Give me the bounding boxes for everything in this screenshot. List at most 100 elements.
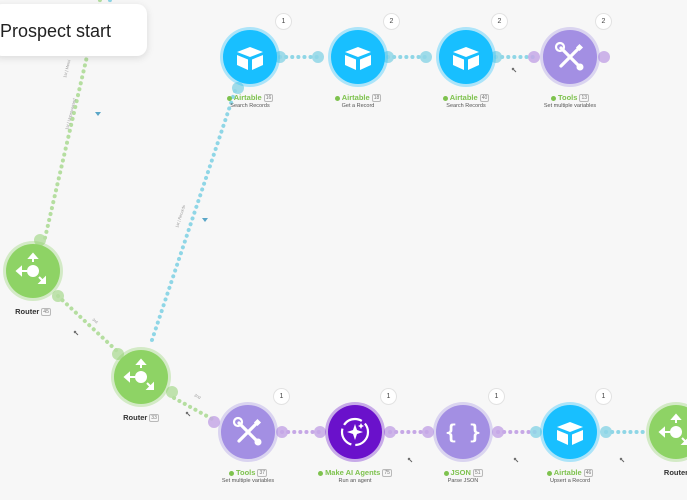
operation-count-badge[interactable]: 1: [274, 389, 289, 404]
connector-handle[interactable]: [232, 82, 244, 94]
status-dot: [318, 470, 324, 476]
wrench-icon[interactable]: [513, 457, 519, 463]
operation-count-badge[interactable]: 2: [384, 14, 399, 29]
operation-count-badge[interactable]: 1: [596, 389, 611, 404]
module-name-text: JSON: [450, 468, 471, 477]
connector-handle[interactable]: [420, 51, 432, 63]
wrench-icon[interactable]: [407, 457, 413, 463]
module-tools-bottom[interactable]: [221, 405, 275, 459]
module-id: 18: [371, 94, 382, 103]
connector-handle[interactable]: [490, 51, 502, 63]
wrench-icon[interactable]: [511, 67, 517, 73]
airtable-icon: [237, 47, 263, 70]
connector-handle[interactable]: [274, 51, 286, 63]
link-labels: 1st | Records 1st | Unprocessed 1st | Me…: [62, 59, 202, 400]
tools-icon: [554, 41, 584, 71]
module-agents[interactable]: [328, 405, 382, 459]
route-label: 1st | Records: [174, 204, 186, 228]
connector-handle[interactable]: [276, 426, 288, 438]
filter-funnel-icon[interactable]: [202, 218, 208, 222]
connector-handle[interactable]: [34, 234, 46, 246]
router-icon: [658, 413, 687, 445]
module-id: 75: [382, 469, 392, 478]
airtable-icon: [453, 47, 479, 70]
connector-handle[interactable]: [52, 290, 64, 302]
connector-handle[interactable]: [384, 426, 396, 438]
link-router-2-to-airtable-search-1[interactable]: [150, 86, 238, 342]
wrench-icon[interactable]: [185, 411, 191, 417]
status-dot: [442, 95, 448, 101]
module-tools-top[interactable]: [543, 30, 597, 84]
module-router-3[interactable]: [649, 405, 687, 459]
module-action: Search Records: [230, 103, 270, 110]
module-name-text: Airtable: [233, 93, 262, 102]
connector-handle[interactable]: [208, 416, 220, 428]
module-action: Upsert a Record: [549, 478, 591, 485]
connector-handle[interactable]: [598, 51, 610, 63]
module-id: 33: [149, 414, 159, 423]
connector-handle[interactable]: [492, 426, 504, 438]
module-router-1[interactable]: [6, 244, 60, 298]
module-name-text: Tools: [557, 93, 578, 102]
module-airtable-search-2[interactable]: [439, 30, 493, 84]
module-action: Search Records: [446, 103, 486, 110]
module-name-text: Airtable: [553, 468, 582, 477]
connector-handle[interactable]: [600, 426, 612, 438]
operation-count-badge[interactable]: 1: [489, 389, 504, 404]
module-json[interactable]: { }: [436, 405, 490, 459]
module-name-text: Router: [123, 413, 148, 422]
operation-count-badge[interactable]: 1: [381, 389, 396, 404]
module-id: 37: [257, 469, 267, 478]
module-name-text: Airtable: [341, 93, 370, 102]
module-action: Parse JSON: [447, 478, 479, 485]
link-router-1-to-router-2[interactable]: [56, 294, 120, 354]
module-airtable-upsert[interactable]: [543, 405, 597, 459]
connector-handle[interactable]: [528, 51, 540, 63]
module-airtable-get[interactable]: [331, 30, 385, 84]
wrench-icon[interactable]: [73, 330, 79, 336]
connector-handle[interactable]: [166, 386, 178, 398]
filter-funnel-icon[interactable]: [95, 112, 101, 116]
filter-markers: [73, 67, 625, 463]
connector-handle[interactable]: [312, 51, 324, 63]
module-router-2[interactable]: [114, 350, 168, 404]
operation-count-badge[interactable]: 2: [596, 14, 611, 29]
module-action: Set multiple variables: [221, 478, 275, 485]
status-dot: [334, 95, 340, 101]
module-name-text: Airtable: [449, 93, 478, 102]
module-label: Router: [621, 468, 687, 477]
connector-handle[interactable]: [382, 51, 394, 63]
connector-handle[interactable]: [314, 426, 326, 438]
module-airtable-search-1[interactable]: [223, 30, 277, 84]
connector-handle[interactable]: [530, 426, 542, 438]
module-name: Router: [621, 468, 687, 477]
route-label: 2nd: [194, 392, 202, 400]
connector-handle[interactable]: [422, 426, 434, 438]
operation-count-badge[interactable]: 1: [276, 14, 291, 29]
airtable-icon: [557, 422, 583, 445]
operation-count-badge[interactable]: 2: [492, 14, 507, 29]
module-name-text: Router: [663, 468, 687, 477]
prospect-start-toast[interactable]: Prospect start: [0, 4, 147, 56]
module-id: 45: [41, 308, 51, 317]
link-router-2-to-tools-bottom[interactable]: [172, 396, 216, 422]
connector-handles: [34, 51, 612, 438]
wrench-icon[interactable]: [619, 457, 625, 463]
router-icon: [15, 252, 46, 284]
